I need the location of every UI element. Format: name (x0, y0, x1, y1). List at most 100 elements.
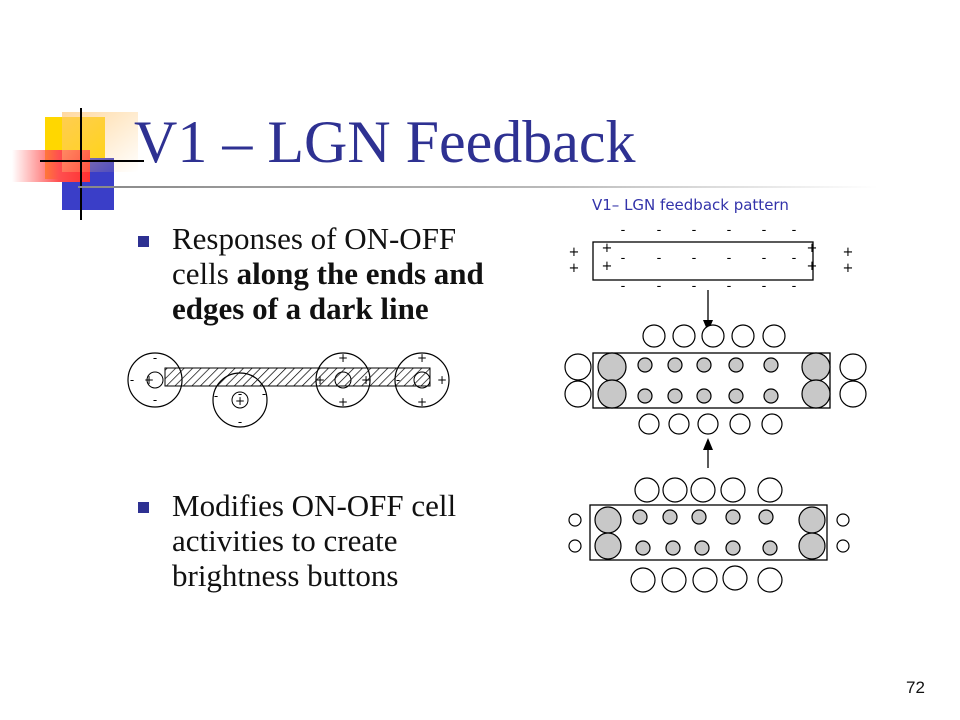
lgn-cell-inner (763, 388, 779, 404)
edge-cell-middle (212, 372, 268, 428)
lgn-cell-top (731, 324, 755, 348)
title-underline (78, 186, 878, 188)
lgn-cell-bottom (761, 413, 783, 435)
lgn-cell-end-enhanced (801, 379, 831, 409)
plus-sign: + (417, 395, 427, 409)
lgn-cell-inner (665, 540, 681, 556)
lgn-cell-end (798, 506, 826, 534)
feedback-pattern-diagram: ------------------++++++++ (564, 223, 867, 593)
lgn-cell-top (634, 477, 660, 503)
plus-sign: + (569, 245, 580, 260)
line-cell-right-1 (315, 352, 371, 408)
lgn-cell-bottom (729, 413, 751, 435)
lgn-cell-inner (662, 509, 678, 525)
lgn-cell-inner (763, 357, 779, 373)
lgn-cell-end (798, 532, 826, 560)
dark-line-bar (164, 367, 431, 387)
minus-sign: - (153, 351, 157, 365)
bullet-marker-2 (138, 502, 149, 513)
bullet-marker-1 (138, 236, 149, 247)
minus-sign: - (727, 251, 732, 266)
lgn-cell-outer (564, 380, 592, 408)
bottom-layer-box (589, 504, 828, 561)
lgn-cell-bottom (668, 413, 690, 435)
lgn-cell-top (762, 324, 786, 348)
plus-sign: + (602, 241, 613, 256)
minus-sign: - (762, 223, 767, 238)
minus-sign: - (621, 251, 626, 266)
plus-sign: + (315, 373, 325, 387)
end-cell-left-center (146, 371, 164, 389)
feedback-pattern-box (592, 241, 814, 281)
lgn-cell-outer (839, 353, 867, 381)
lgn-cell-inner (637, 388, 653, 404)
lgn-cell-end-enhanced (801, 352, 831, 382)
plus-sign: + (417, 351, 427, 365)
lgn-cell-inner (637, 357, 653, 373)
lgn-cell-inner (691, 509, 707, 525)
lgn-cell-end-enhanced (597, 352, 627, 382)
lgn-cell-inner (728, 388, 744, 404)
minus-sign: - (657, 279, 662, 294)
deco-horizontal-line (40, 160, 144, 162)
lgn-cell-end (594, 532, 622, 560)
edge-cell-middle-center (231, 391, 249, 409)
lgn-cell-end-enhanced (597, 379, 627, 409)
lgn-cell-outer (568, 513, 582, 527)
lgn-cell-inner (762, 540, 778, 556)
line-cell-right-2 (394, 352, 450, 408)
plus-sign: + (569, 261, 580, 276)
lgn-cell-inner (725, 509, 741, 525)
lgn-cell-outer (564, 353, 592, 381)
minus-sign: - (727, 223, 732, 238)
bullet-1-normal: Responses of ON-OFF cells (172, 221, 457, 291)
lgn-cell-inner (696, 388, 712, 404)
lgn-cell-top (662, 477, 688, 503)
deco-soft-gradient (62, 112, 138, 172)
lgn-cell-inner (728, 357, 744, 373)
lgn-cell-inner (667, 357, 683, 373)
minus-sign: - (692, 251, 697, 266)
line-cell-right-2-center (413, 371, 431, 389)
plus-sign: + (437, 373, 447, 387)
end-cell-left (127, 352, 183, 408)
lgn-cell-top (690, 477, 716, 503)
lgn-cell-bottom (692, 567, 718, 593)
minus-sign: - (692, 279, 697, 294)
arrow-up-head (703, 438, 713, 450)
lgn-cell-inner (758, 509, 774, 525)
line-receptive-fields-diagram: ---+----+++++++-+ (127, 351, 450, 429)
lgn-cell-bottom (722, 565, 748, 591)
lgn-cell-outer (836, 539, 850, 553)
lgn-cell-outer (836, 513, 850, 527)
lgn-cell-inner (632, 509, 648, 525)
lgn-cell-top (672, 324, 696, 348)
minus-sign: - (792, 251, 797, 266)
minus-sign: - (130, 373, 134, 387)
minus-sign: - (262, 387, 266, 401)
plus-sign: + (602, 259, 613, 274)
minus-sign: - (621, 223, 626, 238)
diagram-label: V1– LGN feedback pattern (592, 196, 789, 214)
deco-vertical-line (80, 108, 82, 220)
minus-sign: - (153, 393, 157, 407)
lgn-cell-bottom (757, 567, 783, 593)
minus-sign: - (214, 389, 218, 403)
minus-sign: - (762, 251, 767, 266)
plus-sign: + (361, 373, 371, 387)
lgn-cell-outer (568, 539, 582, 553)
minus-sign: - (657, 223, 662, 238)
minus-sign: - (657, 251, 662, 266)
lgn-cell-bottom (630, 567, 656, 593)
lgn-cell-end (594, 506, 622, 534)
plus-sign: + (807, 241, 818, 256)
minus-sign: - (238, 415, 242, 429)
plus-sign: + (843, 261, 854, 276)
line-cell-right-1-center (334, 371, 352, 389)
lgn-cell-top (757, 477, 783, 503)
minus-sign: - (792, 279, 797, 294)
minus-sign: - (762, 279, 767, 294)
plus-sign: + (807, 259, 818, 274)
minus-sign: - (238, 387, 242, 401)
lgn-cell-inner (696, 357, 712, 373)
